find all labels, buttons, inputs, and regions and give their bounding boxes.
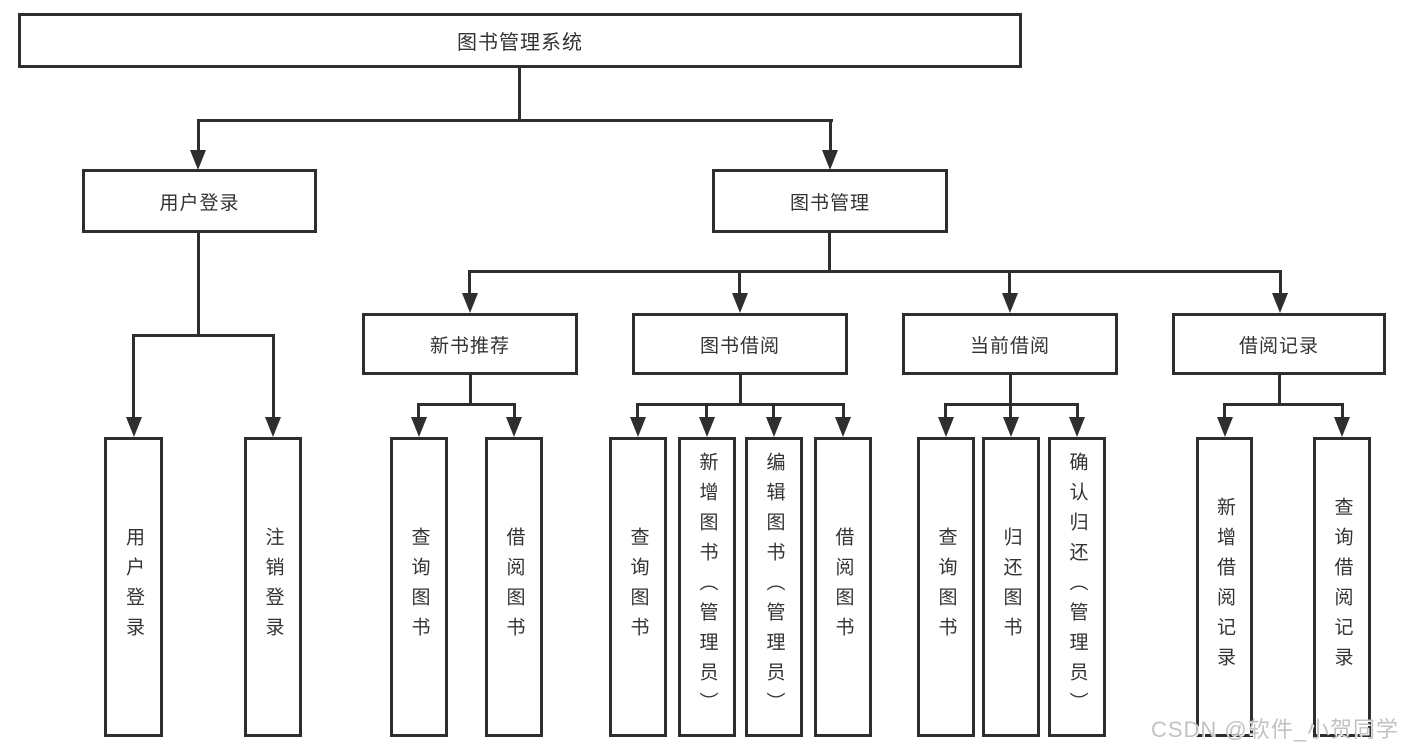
connector-line [1076,403,1079,419]
leaf-add-books-admin: 新增图书（管理员） [678,437,736,737]
arrow-down-icon [938,417,954,437]
connector-line [739,375,742,406]
connector-line [1278,375,1281,406]
connector-line [468,270,471,297]
watermark-text: CSDN @软件_小贺同学 [1150,717,1399,742]
arrow-down-icon [699,417,715,437]
leaf-borrow-books: 借阅图书 [814,437,872,737]
connector-line [132,334,135,420]
arrow-down-icon [190,150,206,170]
connector-line [272,334,275,420]
connector-line [1341,403,1344,419]
connector-line [417,403,516,406]
leaf-confirm-return-admin: 确认归还（管理员） [1048,437,1106,737]
arrow-down-icon [1217,417,1233,437]
node-book-management: 图书管理 [712,169,948,233]
leaf-query-books-borrow: 查询图书 [609,437,667,737]
connector-line [738,270,741,297]
connector-line [1009,375,1012,406]
leaf-query-books-current: 查询图书 [917,437,975,737]
arrow-down-icon [506,417,522,437]
arrow-down-icon [766,417,782,437]
connector-line [513,403,516,419]
node-new-book-recommendation: 新书推荐 [362,313,578,375]
leaf-add-borrow-record: 新增借阅记录 [1196,437,1253,737]
arrow-down-icon [732,293,748,313]
connector-line [705,403,708,419]
node-book-borrowing: 图书借阅 [632,313,848,375]
connector-line [772,403,775,419]
arrow-down-icon [411,417,427,437]
leaf-query-books-recommend: 查询图书 [390,437,448,737]
leaf-logout: 注销登录 [244,437,302,737]
node-label: 查询图书 [408,527,430,647]
connector-line [197,232,200,336]
node-label: 归还图书 [1000,527,1022,647]
leaf-query-borrow-record: 查询借阅记录 [1313,437,1371,737]
connector-line [197,119,833,122]
arrow-down-icon [630,417,646,437]
node-borrowing-records: 借阅记录 [1172,313,1386,375]
node-user-login: 用户登录 [82,169,317,233]
arrow-down-icon [822,150,838,170]
connector-line [842,403,845,419]
node-label: 当前借阅 [969,335,1050,357]
arrow-down-icon [835,417,851,437]
arrow-down-icon [126,417,142,437]
node-library-management-system: 图书管理系统 [18,13,1022,68]
node-label: 用户登录 [123,527,144,647]
node-label: 注销登录 [262,527,284,647]
connector-line [468,270,1282,273]
arrow-down-icon [1334,417,1350,437]
arrow-down-icon [1272,293,1288,313]
node-label: 新书推荐 [429,335,510,357]
node-label: 借阅图书 [503,527,525,647]
connector-line [518,68,521,121]
node-current-borrowing: 当前借阅 [902,313,1118,375]
node-label: 图书管理 [789,192,870,214]
connector-line [197,119,200,153]
arrow-down-icon [1003,417,1019,437]
connector-line [1223,403,1344,406]
connector-line [636,403,845,406]
arrow-down-icon [1069,417,1085,437]
leaf-user-login: 用户登录 [104,437,163,737]
node-label: 确认归还（管理员） [1066,452,1088,722]
node-label: 查询借阅记录 [1331,497,1353,677]
arrow-down-icon [265,417,281,437]
node-label: 用户登录 [159,192,240,214]
connector-line [1009,403,1012,419]
connector-line [829,119,832,153]
connector-line [1008,270,1011,297]
connector-line [828,233,831,272]
leaf-return-books: 归还图书 [982,437,1040,737]
node-label: 借阅记录 [1238,335,1319,357]
node-label: 新增借阅记录 [1214,497,1235,677]
arrow-down-icon [462,293,478,313]
connector-line [636,403,639,419]
arrow-down-icon [1002,293,1018,313]
node-label: 图书管理系统 [457,32,583,54]
node-label: 借阅图书 [832,527,854,647]
connector-line [1223,403,1226,419]
connector-line [469,375,472,406]
node-label: 新增图书（管理员） [696,452,718,722]
connector-line [417,403,420,419]
node-label: 图书借阅 [699,335,780,357]
node-label: 编辑图书（管理员） [763,452,785,722]
leaf-borrow-books-recommend: 借阅图书 [485,437,543,737]
node-label: 查询图书 [935,527,957,647]
connector-line [132,334,275,337]
connector-line [944,403,947,419]
connector-line [1279,270,1282,297]
leaf-edit-books-admin: 编辑图书（管理员） [745,437,803,737]
node-label: 查询图书 [627,527,649,647]
